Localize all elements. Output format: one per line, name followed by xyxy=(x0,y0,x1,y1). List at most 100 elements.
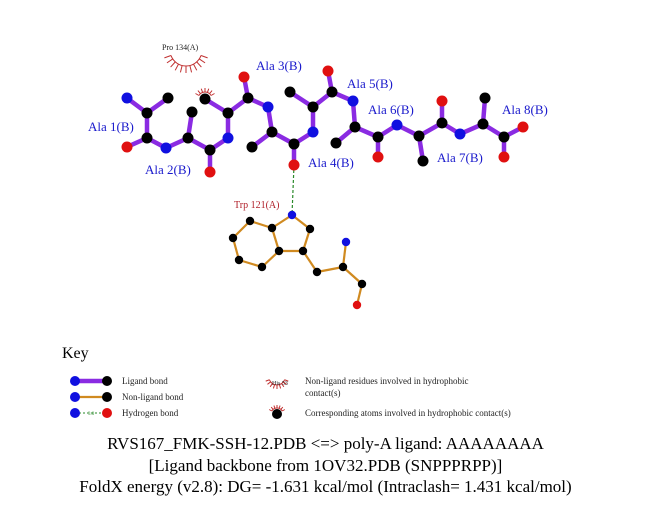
hydrophobic-tick xyxy=(189,65,193,73)
carbon-atom xyxy=(228,233,238,243)
carbon-atom-icon xyxy=(272,409,282,419)
nitrogen-atom-icon xyxy=(70,408,80,418)
carbon-atom xyxy=(182,132,194,144)
hydrophobic-atom-icon xyxy=(268,405,286,412)
carbon-atom xyxy=(186,106,198,118)
footer-line1: RVS167_FMK-SSH-12.PDB <=> poly-A ligand:… xyxy=(107,434,544,453)
footer-line2: [Ligand backbone from 1OV32.PDB (SNPPPRP… xyxy=(148,456,503,475)
oxygen-atom xyxy=(322,65,334,77)
hydrophobic-arc xyxy=(170,55,202,67)
ala3-hydrophobic-star xyxy=(195,88,215,96)
hydrophobic-tick xyxy=(284,379,289,382)
carbon-atom xyxy=(305,224,315,234)
label-ala1: Ala 1(B) xyxy=(88,119,134,134)
carbon-atom xyxy=(338,262,348,272)
carbon-atom xyxy=(307,101,319,113)
nitrogen-atom xyxy=(121,92,133,104)
hydrophobic-tick xyxy=(209,90,213,94)
nitrogen-atom xyxy=(262,101,274,113)
oxygen-atom xyxy=(238,71,250,83)
oxygen-atom xyxy=(436,95,448,107)
hydrophobic-tick xyxy=(265,379,270,382)
nitrogen-atom xyxy=(454,128,466,140)
carbon-atom xyxy=(413,130,425,142)
hydrophobic-residue-icon xyxy=(265,379,289,389)
key-hydrophobic-residues-2: contact(s) xyxy=(305,388,340,398)
hydrophobic-tick xyxy=(193,63,198,71)
hydrophobic-tick xyxy=(170,61,176,68)
hydrophobic-tick xyxy=(272,384,276,389)
key-nonligand-bond: Non-ligand bond xyxy=(122,392,184,402)
oxygen-atom xyxy=(204,166,216,178)
carbon-atom xyxy=(222,107,234,119)
key-hydrophobic-residues: Non-ligand residues involved in hydropho… xyxy=(305,376,468,386)
nitrogen-atom-icon xyxy=(70,392,80,402)
carbon-atom xyxy=(199,93,211,105)
carbon-atom xyxy=(274,246,284,256)
oxygen-atom xyxy=(121,141,133,153)
carbon-atom xyxy=(267,223,277,233)
nitrogen-atom xyxy=(307,126,319,138)
nonligand-bond xyxy=(316,265,344,274)
hydrophobic-arc xyxy=(269,379,285,386)
nitrogen-atom xyxy=(222,132,234,144)
key-hydrophobic-atoms: Corresponding atoms involved in hydropho… xyxy=(305,408,511,418)
label-pro134: Pro 134(A) xyxy=(162,43,199,52)
hydrophobic-tick xyxy=(197,90,201,94)
carbon-atom xyxy=(498,131,510,143)
hydrophobic-contacts xyxy=(164,55,215,96)
label-ala4: Ala 4(B) xyxy=(308,155,354,170)
hydrogen-bond xyxy=(291,164,295,216)
carbon-atom xyxy=(288,138,300,150)
key-hydrogen-bond: Hydrogen bond xyxy=(122,408,179,418)
oxygen-atom xyxy=(372,151,384,163)
nitrogen-atom xyxy=(287,210,297,220)
carbon-atom xyxy=(284,86,296,98)
label-trp121: Trp 121(A) xyxy=(234,200,279,211)
hydrophobic-tick xyxy=(195,93,200,96)
nonligand-bond xyxy=(342,266,363,285)
key-ligand-bond: Ligand bond xyxy=(122,376,168,386)
label-ala7: Ala 7(B) xyxy=(437,150,483,165)
hydrophobic-tick xyxy=(198,58,206,64)
oxygen-atom xyxy=(352,300,362,310)
carbon-atom xyxy=(372,131,384,143)
nitrogen-atom xyxy=(347,95,359,107)
carbon-atom xyxy=(245,216,255,226)
hydrophobic-tick xyxy=(200,88,204,93)
carbon-atom xyxy=(312,267,322,277)
carbon-atom xyxy=(242,92,254,104)
label-ala3: Ala 3(B) xyxy=(256,58,302,73)
carbon-atom xyxy=(349,121,361,133)
nitrogen-atom xyxy=(160,142,172,154)
pro134-hydrophobic-arc xyxy=(164,55,208,73)
carbon-atom xyxy=(234,255,244,265)
key-title: Key xyxy=(62,345,89,362)
carbon-atom xyxy=(417,155,429,167)
hydrophobic-arc xyxy=(198,91,212,96)
hydrophobic-tick xyxy=(283,381,287,385)
carbon-atom xyxy=(479,92,491,104)
atoms xyxy=(121,65,529,310)
carbon-atom xyxy=(246,141,258,153)
hydrophobic-tick xyxy=(206,88,210,93)
carbon-atom xyxy=(436,117,448,129)
label-ala2: Ala 2(B) xyxy=(145,162,191,177)
carbon-atom xyxy=(477,118,489,130)
atom-icon xyxy=(102,376,112,386)
hydrophobic-tick xyxy=(179,65,183,73)
hydrophobic-tick xyxy=(210,93,215,96)
key-hbond-distance: 3.0 xyxy=(88,412,95,417)
footer-line3: FoldX energy (v2.8): DG= -1.631 kcal/mol… xyxy=(79,477,572,496)
atom-icon xyxy=(102,392,112,402)
hydrophobic-tick xyxy=(164,55,172,59)
key-his53: His 53 xyxy=(272,381,288,387)
key-icons xyxy=(70,376,289,419)
label-ala8: Ala 8(B) xyxy=(502,102,548,117)
atom-icon xyxy=(102,408,112,418)
carbon-atom xyxy=(257,262,267,272)
hydrophobic-arc xyxy=(271,407,283,412)
hydrophobic-tick xyxy=(200,55,208,59)
carbon-atom xyxy=(141,132,153,144)
